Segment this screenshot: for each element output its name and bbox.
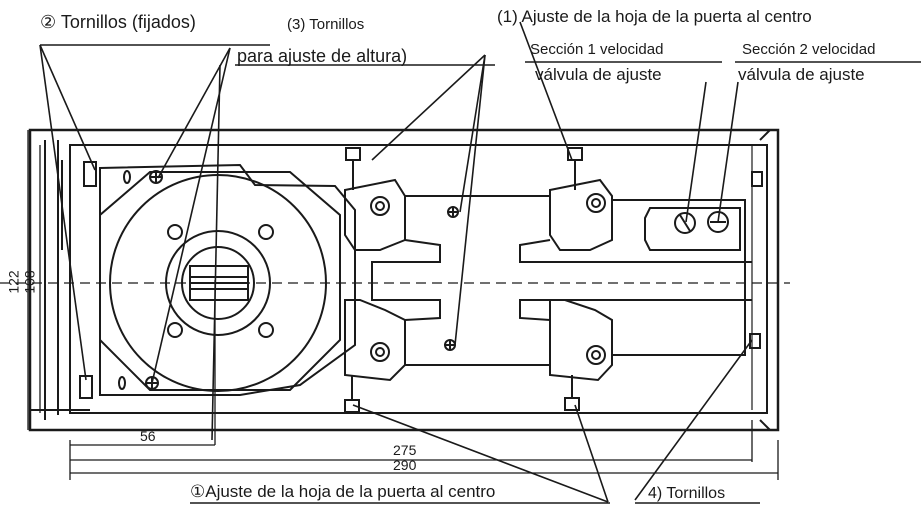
arm-bracket-left: [344, 178, 406, 251]
label-screws-fixed: ② Tornillos (fijados): [40, 12, 196, 32]
label-section2-1: Sección 2 velocidad: [742, 41, 876, 58]
label-door-leaf-center-top: (1) Ajuste de la hoja de la puerta al ce…: [497, 7, 812, 26]
label-screws-height-2: para ajuste de altura): [237, 46, 408, 66]
valve-body: [612, 199, 746, 356]
inner-housing: [69, 144, 768, 414]
label-section2-2: válvula de ajuste: [738, 65, 865, 84]
valve-2: [707, 211, 729, 233]
dim-height-outer: 122: [5, 270, 22, 294]
central-body: [371, 195, 612, 366]
dim-width-56: 56: [140, 428, 156, 444]
valve-1: [674, 212, 696, 234]
mount-plate: [99, 163, 356, 396]
dim-width-275: 275: [393, 442, 417, 458]
label-door-leaf-center-bottom: ①Ajuste de la hoja de la puerta al centr…: [190, 482, 496, 501]
label-screws-height-1: (3) Tornillos: [287, 16, 365, 33]
dim-width-290: 290: [393, 457, 417, 473]
cam-body: [99, 171, 341, 391]
label-screws-4: 4) Tornillos: [648, 485, 726, 502]
label-section1-1: Sección 1 velocidad: [530, 41, 664, 58]
arm-bracket-right: [549, 178, 613, 251]
label-section1-2: válvula de ajuste: [535, 65, 662, 84]
dim-height-inner: 108: [21, 270, 38, 294]
outer-housing: [28, 128, 780, 432]
